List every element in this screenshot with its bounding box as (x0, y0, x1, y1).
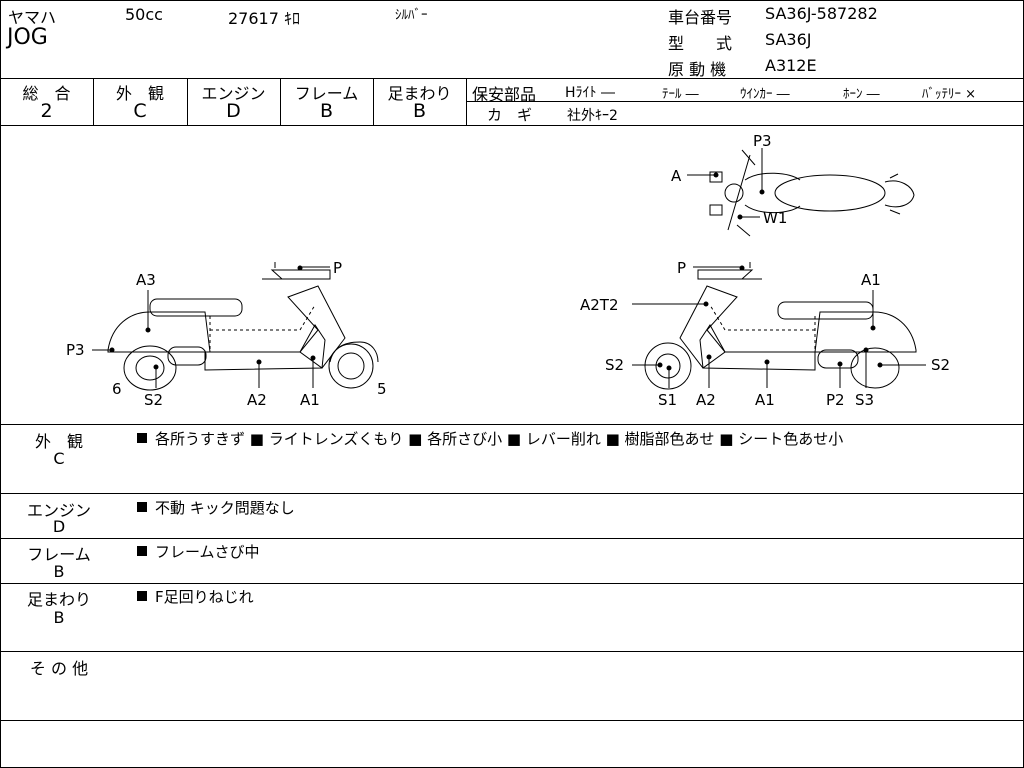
diagram-label: A1 (300, 391, 320, 409)
diagram-label: P (333, 259, 343, 277)
maker-name: ヤマハ (8, 8, 57, 27)
model-name: JOG (7, 25, 48, 50)
diagram-label: A2 (696, 391, 716, 409)
divider (0, 720, 1024, 721)
diagram-label: S2 (144, 391, 164, 409)
bullet-icon (137, 545, 147, 556)
bullet-icon (137, 590, 147, 601)
remark-other-title: そ の 他 (29, 659, 89, 678)
safety-item-battery: ﾊﾞｯﾃﾘｰ × (922, 87, 977, 102)
divider (93, 78, 94, 125)
safety-item-headlight: Hﾗｲﾄ ― (565, 85, 615, 101)
diagram-label: 5 (377, 380, 387, 398)
suspension-grade: B (412, 100, 427, 122)
frame-label: フレーム (294, 84, 359, 103)
divider (0, 538, 1024, 539)
divider (373, 78, 374, 125)
remark-suspension-grade: B (53, 608, 65, 627)
overall-label: 総 合 (22, 84, 71, 103)
diagram-label: A2 (247, 391, 267, 409)
engine-grade: D (226, 100, 241, 122)
remark-exterior-title: 外 観 (34, 432, 83, 451)
top-view (709, 149, 915, 237)
divider (0, 651, 1024, 652)
diagram-label: A1 (755, 391, 775, 409)
exterior-label: 外 観 (115, 84, 164, 103)
remark-frame-grade: B (53, 562, 65, 581)
engine-label: エンジン (201, 84, 266, 103)
remark-engine-title: エンジン (26, 501, 91, 520)
diagram-label: A2T2 (580, 296, 619, 314)
remark-frame-title: フレーム (27, 545, 91, 564)
mileage: 27617 ｷﾛ (228, 9, 300, 28)
remark-engine-grade: D (52, 517, 66, 536)
frame-number: SA36J-587282 (765, 4, 878, 23)
safety-item-winker: ｳｲﾝｶｰ ― (740, 87, 790, 102)
diagram-label: P2 (826, 391, 845, 409)
type-label: 型 式 (668, 34, 733, 53)
diagram-label: A (671, 167, 682, 185)
divider (0, 125, 1024, 126)
divider (0, 493, 1024, 494)
scooter-diagrams (92, 148, 926, 391)
divider (0, 424, 1024, 425)
bullet-icon (137, 432, 147, 443)
diagram-label: S2 (605, 356, 625, 374)
key-label: カ ギ (487, 106, 533, 124)
diagram-label: A3 (136, 271, 156, 289)
diagram-label: P3 (753, 132, 772, 150)
left-side-view (107, 262, 379, 391)
remark-suspension-text: F足回りねじれ (137, 586, 254, 607)
engine-model-label: 原 動 機 (668, 60, 727, 79)
safety-parts-label: 保安部品 (472, 85, 537, 104)
type-value: SA36J (765, 30, 812, 49)
diagram-label: P (677, 259, 687, 277)
frame-number-label: 車台番号 (668, 8, 733, 27)
remark-suspension-title: 足まわり (26, 590, 91, 609)
body-color: ｼﾙﾊﾞｰ (395, 8, 428, 23)
divider (466, 78, 467, 125)
right-side-view (644, 262, 917, 390)
exterior-grade: C (133, 100, 147, 122)
remark-exterior-grade: C (53, 449, 65, 468)
diagram-label: P3 (66, 341, 85, 359)
divider (0, 78, 1024, 79)
overall-grade: 2 (40, 100, 53, 122)
divider (280, 78, 281, 125)
safety-item-horn: ﾎｰﾝ ― (843, 87, 880, 102)
remark-engine-text: 不動 キック問題なし (137, 497, 295, 518)
diagram-label: S2 (931, 356, 951, 374)
safety-item-tail: ﾃｰﾙ ― (662, 87, 699, 102)
divider (187, 78, 188, 125)
remark-exterior-text: 各所うすきず ■ ライトレンズくもり ■ 各所さび小 ■ レバー削れ ■ 樹脂部… (137, 428, 843, 449)
bullet-icon (137, 501, 147, 512)
key-value: 社外ｷｰ2 (567, 108, 618, 124)
diagram-label: 6 (112, 380, 122, 398)
suspension-label: 足まわり (387, 84, 452, 103)
frame-grade: B (319, 100, 334, 122)
divider (0, 583, 1024, 584)
displacement: 50cc (125, 5, 163, 24)
remark-frame-text: フレームさび中 (137, 541, 260, 562)
diagram-label: A1 (861, 271, 881, 289)
diagram-label: W1 (763, 209, 788, 227)
diagram-label: S3 (855, 391, 875, 409)
divider (466, 101, 1024, 102)
engine-model: A312E (765, 56, 817, 75)
diagram-label: S1 (658, 391, 678, 409)
